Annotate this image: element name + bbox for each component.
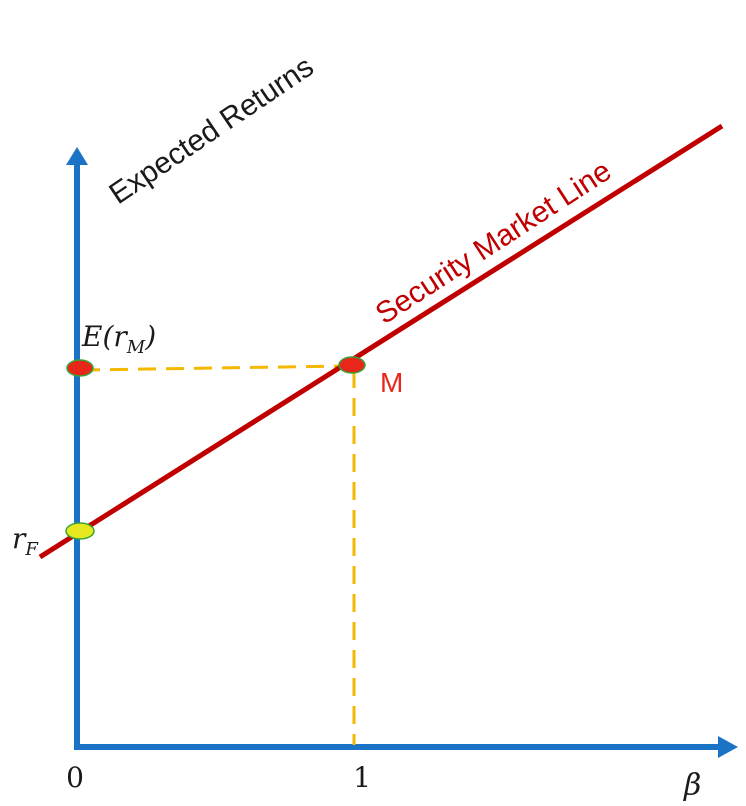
y-axis-arrowhead — [66, 147, 88, 165]
risk-free-label: rF — [12, 522, 39, 560]
x-tick-0: 0 — [66, 761, 84, 794]
risk-free-point — [65, 522, 95, 540]
x-axis-arrowhead — [718, 736, 738, 758]
market-return-guide — [81, 364, 351, 372]
market-point — [338, 356, 366, 374]
market-return-label: E(rM) — [81, 320, 156, 358]
x-tick-1: 1 — [353, 761, 371, 794]
market-point-label: M — [380, 367, 403, 398]
market-return-point — [66, 359, 94, 377]
security-market-line — [38, 123, 724, 560]
security-market-line-label: Security Market Line — [370, 154, 617, 331]
x-axis-symbol: β — [683, 768, 701, 803]
y-axis-label: Expected Returns — [103, 50, 319, 211]
